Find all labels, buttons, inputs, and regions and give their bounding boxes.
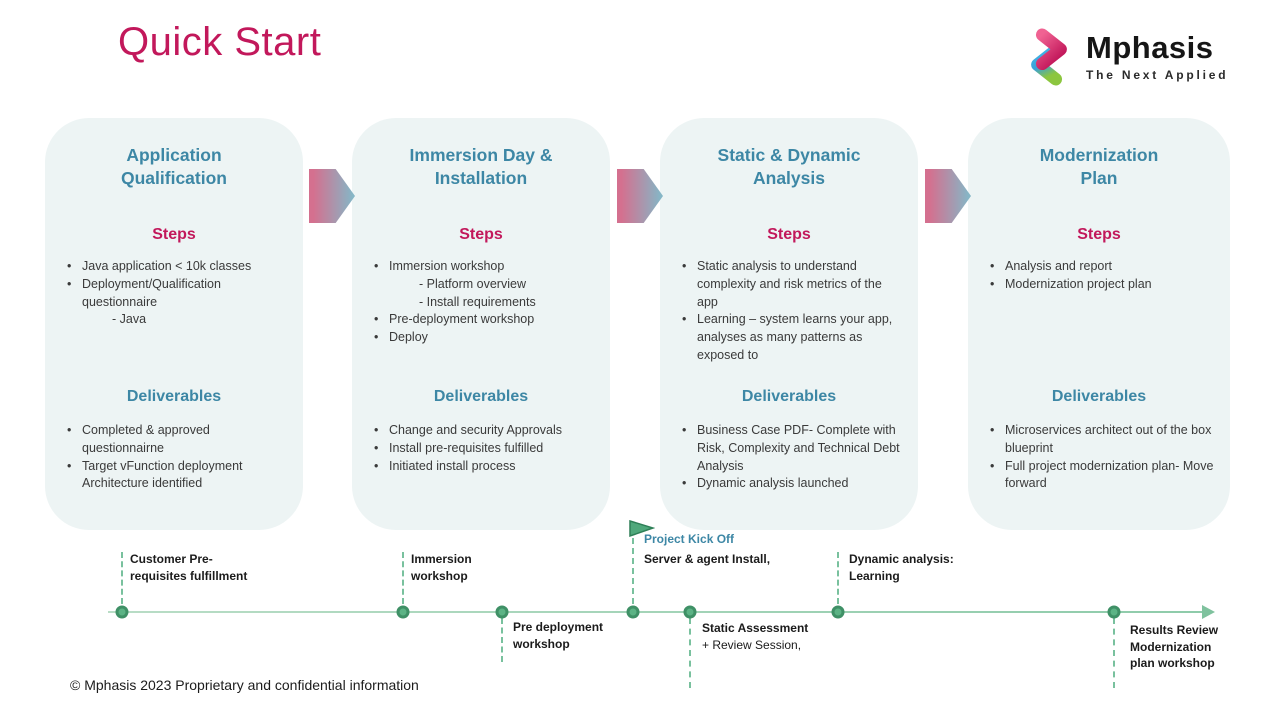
timeline-label-line: Pre deployment bbox=[513, 620, 604, 634]
bullet-item: Static analysis to understand complexity… bbox=[680, 258, 906, 311]
deliverables-list: Change and security ApprovalsInstall pre… bbox=[352, 422, 610, 475]
bullet-item: Immersion workshop- Platform overview- I… bbox=[372, 258, 598, 311]
bullet-item: Pre-deployment workshop bbox=[372, 311, 598, 329]
timeline-milestone-label: Static Assessment + Review Session, bbox=[702, 620, 808, 653]
deliverables-heading: Deliverables bbox=[126, 388, 222, 405]
steps-list: Static analysis to understand complexity… bbox=[660, 258, 918, 365]
steps-heading: Steps bbox=[459, 226, 503, 243]
timeline-connector bbox=[689, 618, 691, 688]
bullet-item: Analysis and report bbox=[988, 258, 1218, 276]
bullet-item: Java application < 10k classes bbox=[65, 258, 291, 276]
bullet-item: Target vFunction deployment Architecture… bbox=[65, 458, 291, 494]
timeline-milestone-dot bbox=[683, 605, 697, 619]
flow-arrow-icon bbox=[309, 169, 355, 223]
timeline-label-line: Modernization bbox=[1130, 639, 1212, 654]
timeline-connector bbox=[501, 618, 503, 662]
flow-arrow-icon bbox=[617, 169, 663, 223]
bullet-item: Dynamic analysis launched bbox=[680, 475, 906, 493]
steps-list: Analysis and reportModernization project… bbox=[968, 258, 1230, 294]
timeline-label-line: Static Assessment bbox=[702, 621, 809, 635]
timeline-connector bbox=[121, 552, 123, 604]
timeline-axis bbox=[108, 611, 1204, 613]
card-title: Static & Dynamic Analysis bbox=[717, 145, 861, 188]
flow-arrow-icon bbox=[925, 169, 971, 223]
steps-heading: Steps bbox=[767, 226, 811, 243]
timeline-connector bbox=[632, 538, 634, 604]
timeline-milestone-label: Dynamic analysis: Learning bbox=[849, 551, 954, 584]
bullet-item: Initiated install process bbox=[372, 458, 598, 476]
phase-card-modernization-plan: Modernization Plan Steps Analysis and re… bbox=[968, 118, 1230, 530]
timeline-connector bbox=[402, 552, 404, 604]
deliverables-list: Microservices architect out of the box b… bbox=[968, 422, 1230, 493]
deliverables-heading: Deliverables bbox=[1051, 388, 1147, 405]
timeline-label-line: Learning bbox=[849, 568, 900, 583]
timeline-label-line: workshop bbox=[513, 636, 570, 651]
timeline-arrowhead-icon bbox=[1202, 605, 1215, 619]
logo-brand-name: Mphasis bbox=[1086, 30, 1214, 65]
card-title: Immersion Day & Installation bbox=[409, 145, 553, 188]
bullet-item: Business Case PDF- Complete with Risk, C… bbox=[680, 422, 906, 475]
timeline-connector bbox=[1113, 618, 1115, 688]
bullet-item: Change and security Approvals bbox=[372, 422, 598, 440]
timeline-milestone-label: Customer Pre-requisites fulfillment bbox=[130, 551, 247, 584]
timeline-milestone-label: Immersion workshop bbox=[411, 551, 472, 584]
bullet-item: Full project modernization plan- Move fo… bbox=[988, 458, 1218, 494]
mphasis-logo-icon bbox=[1031, 28, 1067, 86]
deliverables-heading: Deliverables bbox=[433, 388, 529, 405]
steps-heading: Steps bbox=[152, 226, 196, 243]
bullet-item: Deployment/Qualification questionnaire- … bbox=[65, 276, 291, 329]
timeline-label-line: plan workshop bbox=[1130, 656, 1215, 671]
bullet-item: Learning – system learns your app, analy… bbox=[680, 311, 906, 364]
bullet-sub-item: - Install requirements bbox=[419, 294, 536, 309]
bullet-sub-item: - Java bbox=[112, 312, 147, 327]
steps-list: Java application < 10k classesDeployment… bbox=[45, 258, 303, 329]
deliverables-list: Business Case PDF- Complete with Risk, C… bbox=[660, 422, 918, 493]
bullet-sub-item: - Platform overview bbox=[419, 276, 526, 291]
mphasis-logo: Mphasis The Next Applied bbox=[1020, 26, 1228, 88]
timeline-milestone-label: Pre deployment workshop bbox=[513, 619, 603, 652]
card-title: Modernization Plan bbox=[1039, 145, 1159, 188]
steps-heading: Steps bbox=[1077, 226, 1121, 243]
phase-card-immersion-day-installation: Immersion Day & Installation Steps Immer… bbox=[352, 118, 610, 530]
timeline-label-line: Results Review bbox=[1130, 623, 1219, 637]
card-title: Application Qualification bbox=[121, 145, 227, 188]
timeline-label-line: workshop bbox=[411, 568, 468, 583]
timeline-milestone-dot bbox=[831, 605, 845, 619]
bullet-item: Completed & approved questionnairne bbox=[65, 422, 291, 458]
timeline-label-line: Customer Pre- bbox=[130, 552, 213, 566]
timeline-label-line: requisites fulfillment bbox=[130, 568, 248, 583]
timeline-milestone-dot bbox=[396, 605, 410, 619]
kickoff-label: Project Kick Off bbox=[644, 532, 735, 546]
steps-list: Immersion workshop- Platform overview- I… bbox=[352, 258, 610, 347]
logo-text: Mphasis The Next Applied bbox=[1086, 26, 1228, 82]
bullet-item: Deploy bbox=[372, 329, 598, 347]
bullet-item: Install pre-requisites fulfilled bbox=[372, 440, 598, 458]
timeline-label-line: Dynamic analysis: bbox=[849, 552, 954, 566]
bullet-item: Microservices architect out of the box b… bbox=[988, 422, 1218, 458]
timeline-milestone-dot bbox=[1107, 605, 1121, 619]
logo-tagline: The Next Applied bbox=[1086, 68, 1229, 82]
deliverables-list: Completed & approved questionnairneTarge… bbox=[45, 422, 303, 493]
timeline-connector bbox=[837, 552, 839, 604]
page-title: Quick Start bbox=[118, 20, 322, 64]
bullet-item: Modernization project plan bbox=[988, 276, 1218, 294]
timeline-label-line: + Review Session, bbox=[702, 637, 802, 652]
phase-card-static-dynamic-analysis: Static & Dynamic Analysis Steps Static a… bbox=[660, 118, 918, 530]
timeline-milestone-dot bbox=[495, 605, 509, 619]
timeline-label-line: Immersion bbox=[411, 552, 472, 566]
footer-copyright: © Mphasis 2023 Proprietary and confident… bbox=[70, 677, 419, 693]
kickoff-flag-icon bbox=[629, 519, 656, 538]
timeline-milestone-label: Server & agent Install, bbox=[644, 551, 770, 568]
timeline-label-line: Server & agent Install, bbox=[644, 552, 771, 566]
timeline-milestone-dot bbox=[115, 605, 129, 619]
timeline-milestone-dot bbox=[626, 605, 640, 619]
phase-card-application-qualification: Application Qualification Steps Java app… bbox=[45, 118, 303, 530]
deliverables-heading: Deliverables bbox=[741, 388, 837, 405]
